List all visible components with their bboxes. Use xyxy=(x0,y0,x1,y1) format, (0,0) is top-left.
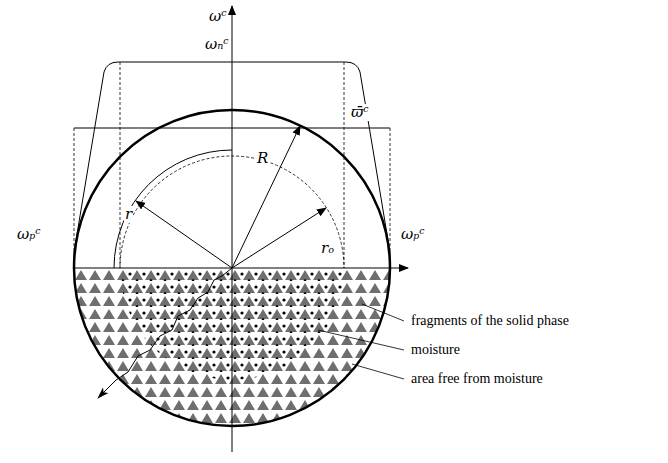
leader-line xyxy=(318,330,404,350)
profile-edge xyxy=(74,252,75,268)
mean-edge xyxy=(390,128,391,252)
leader-line xyxy=(362,304,404,321)
r0-arrow xyxy=(232,208,326,268)
callout-label: moisture xyxy=(410,342,461,357)
leader-line xyxy=(352,364,404,379)
profile-edge xyxy=(390,252,391,268)
callout-label: fragments of the solid phase xyxy=(410,313,570,328)
vertical-axis xyxy=(232,6,233,452)
axis-label: ωᶜ xyxy=(208,8,228,25)
core-boundary xyxy=(120,62,121,268)
r-arc xyxy=(114,150,232,268)
peak-moisture-label: ωₙᶜ xyxy=(204,36,230,53)
radius-label: r xyxy=(124,206,133,223)
r0-arc xyxy=(120,156,344,268)
r-arrow xyxy=(136,201,232,268)
core-boundary xyxy=(344,62,345,268)
surface-moisture-label: ωₚᶜ xyxy=(16,226,42,243)
radius-label: R xyxy=(256,150,269,167)
mean-moisture-label: ϖ̄ᶜ xyxy=(350,104,370,121)
mean-edge xyxy=(74,128,75,252)
surface-moisture-label: ωₚᶜ xyxy=(400,226,426,243)
radius-label: rₒ xyxy=(320,240,335,257)
callout-label: area free from moisture xyxy=(410,371,544,386)
mean-moisture-line xyxy=(74,128,390,129)
moisture-profile xyxy=(74,62,390,252)
horizontal-axis xyxy=(74,268,408,269)
